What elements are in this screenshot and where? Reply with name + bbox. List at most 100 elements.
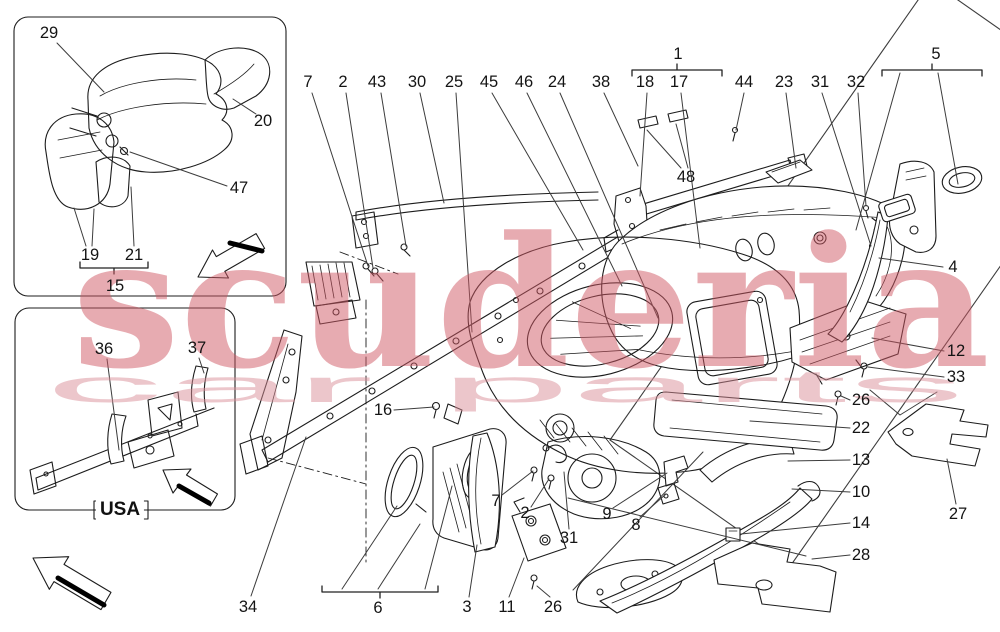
leader-lines: [56, 42, 959, 598]
part-callout-34: 34: [238, 597, 258, 616]
brace-bracket-6: [321, 585, 439, 599]
leader-line: [380, 92, 407, 247]
leader-line: [393, 406, 435, 411]
cluster-opening: [526, 282, 674, 378]
part-callout-20: 20: [253, 111, 273, 130]
leader-line: [501, 470, 534, 496]
leader-line: [785, 92, 797, 169]
part-callout-10: 10: [851, 482, 871, 501]
part-callout-26: 26: [543, 597, 563, 616]
part-callout-24: 24: [547, 72, 567, 91]
bracket-36-part: [107, 413, 127, 465]
leader-line: [871, 337, 945, 352]
brace-bracket-5: [881, 63, 983, 77]
leader-line: [345, 92, 374, 269]
leader-line: [603, 92, 639, 167]
leader-line: [857, 92, 867, 207]
leader-line: [106, 358, 120, 451]
part-callout-36: 36: [94, 339, 114, 358]
leader-line: [129, 151, 228, 187]
usa-inset-label: USA: [95, 499, 145, 521]
part-callout-33: 33: [946, 367, 966, 386]
part-callout-7: 7: [303, 72, 313, 91]
part-callout-46: 46: [514, 72, 534, 91]
upper-cover-part: [87, 52, 233, 173]
mount-plate-11: [511, 497, 567, 590]
leader-line: [130, 186, 135, 247]
harness-connector: [542, 444, 550, 452]
leader-line: [680, 92, 701, 249]
crossbeam-structure: [239, 191, 641, 563]
part-callout-15: 15: [105, 276, 125, 295]
brace-brackets: [79, 63, 983, 599]
display-opening: [686, 290, 778, 386]
direction-arrow-icon: [197, 233, 266, 279]
leader-line: [232, 98, 257, 115]
part-callout-27: 27: [948, 504, 968, 523]
part-callout-30: 30: [407, 72, 427, 91]
leader-line: [639, 493, 667, 518]
leader-line: [946, 458, 957, 505]
leader-line: [612, 472, 668, 509]
part-callout-16: 16: [373, 400, 393, 419]
part-callout-17: 17: [669, 72, 689, 91]
part-callout-2: 2: [520, 503, 530, 522]
leader-line: [791, 488, 851, 493]
part-callout-2: 2: [338, 72, 348, 91]
part-callout-3: 3: [462, 597, 472, 616]
leader-line: [735, 92, 745, 131]
leader-line: [455, 92, 473, 333]
leader-line: [198, 357, 205, 374]
part-callout-47: 47: [229, 178, 249, 197]
part-callout-43: 43: [367, 72, 387, 91]
part-callout-25: 25: [444, 72, 464, 91]
construction-lines: [567, 389, 938, 591]
leader-line: [530, 478, 550, 508]
part-callout-26: 26: [851, 390, 871, 409]
leader-line: [341, 505, 398, 590]
brace-bracket-1: [631, 63, 723, 77]
leader-line: [419, 92, 445, 204]
screw-47: [119, 146, 129, 156]
part-callout-7: 7: [491, 491, 501, 510]
part-callout-44: 44: [734, 72, 754, 91]
pillar-trim-3: [468, 432, 500, 553]
direction-arrow-icon: [162, 468, 219, 507]
leader-line: [821, 92, 872, 247]
usa-inset: [14, 307, 236, 520]
pad-48: [667, 109, 689, 123]
bracket-9: [663, 455, 689, 487]
part-callout-29: 29: [39, 23, 59, 42]
part-callout-38: 38: [591, 72, 611, 91]
leader-line: [855, 72, 901, 231]
leader-line: [675, 123, 689, 169]
insulation-mats: [713, 403, 989, 613]
part-callout-19: 19: [80, 245, 100, 264]
brace-bracket-15: [79, 261, 149, 275]
part-callout-37: 37: [187, 338, 207, 357]
steering-column-inset: [13, 16, 287, 297]
leader-line: [867, 366, 945, 378]
part-callout-13: 13: [851, 450, 871, 469]
leader-line: [491, 92, 584, 251]
leader-line: [646, 129, 682, 169]
bracket-37-part: [191, 365, 209, 413]
leader-line: [56, 42, 105, 93]
leader-line: [563, 471, 570, 530]
leader-line: [91, 208, 95, 247]
leader-line: [559, 92, 659, 319]
part-callout-12: 12: [946, 341, 966, 360]
lower-cover-part: [44, 113, 115, 210]
clip-16: [431, 401, 463, 425]
leader-line: [526, 92, 623, 287]
leader-line: [250, 436, 307, 597]
right-cover-part: [204, 47, 271, 110]
leader-line: [508, 557, 525, 598]
part-callout-9: 9: [602, 504, 612, 523]
leader-line: [740, 522, 851, 535]
part-callout-18: 18: [635, 72, 655, 91]
leader-line: [73, 207, 87, 247]
leader-line: [639, 92, 648, 197]
